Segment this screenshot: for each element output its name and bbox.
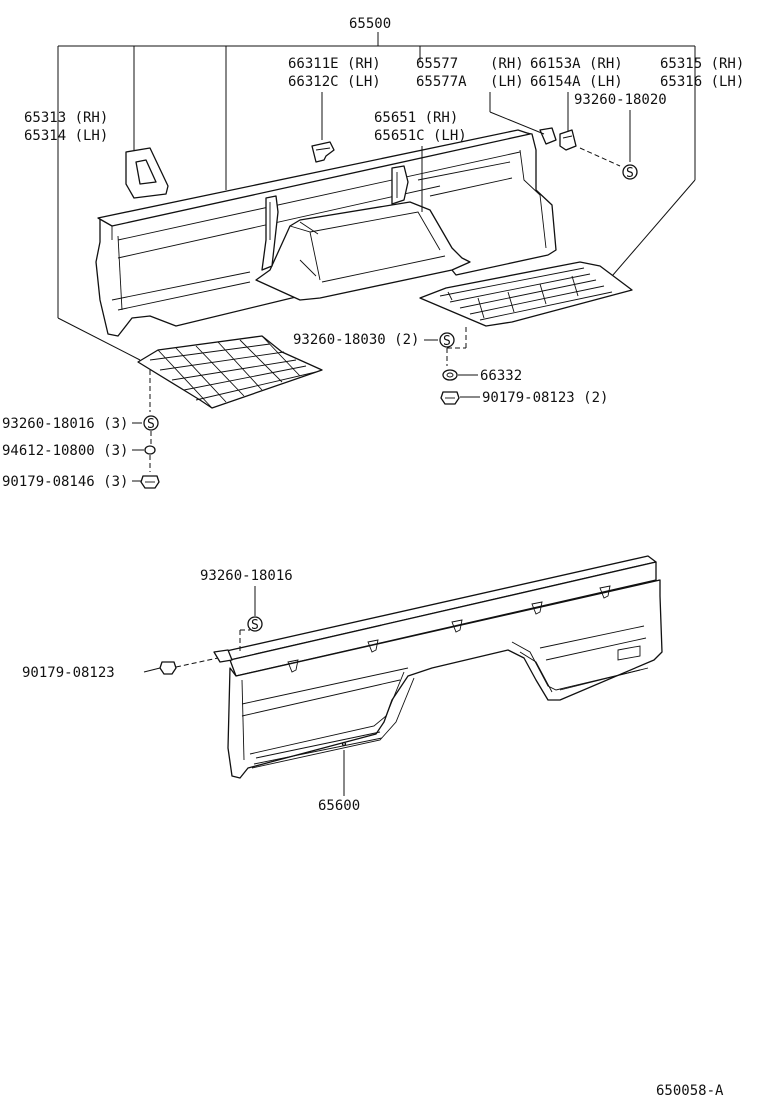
label-93260-18020: 93260-18020: [574, 92, 667, 108]
label-93260-18030: 93260-18030 (2): [293, 332, 419, 348]
clip-icon: S: [439, 332, 455, 349]
label-90179-08123: 90179-08123: [22, 665, 115, 681]
label-65651c: 65651C (LH): [374, 128, 467, 144]
label-65651: 65651 (RH): [374, 110, 458, 126]
label-93260-18016-3: 93260-18016 (3): [2, 416, 128, 432]
label-94612-10800-3: 94612-10800 (3): [2, 443, 128, 459]
label-66312c: 66312C (LH): [288, 74, 381, 90]
svg-text:S: S: [443, 334, 451, 349]
bolt-icon: [440, 391, 460, 405]
floor-plate-right: [419, 261, 633, 327]
nut-icon: [442, 369, 458, 381]
svg-text:S: S: [147, 417, 155, 432]
label-65313: 65313 (RH): [24, 110, 108, 126]
label-65315: 65315 (RH): [660, 56, 744, 72]
label-65577a: 65577A: [416, 74, 467, 90]
svg-text:S: S: [626, 166, 634, 181]
label-66153a: 66153A (RH): [530, 56, 623, 72]
side-panel-65600: [213, 555, 663, 779]
floor-plate-left: [137, 335, 323, 409]
label-90179-08146-3: 90179-08146 (3): [2, 474, 128, 490]
label-90179-08123-2: 90179-08123 (2): [482, 390, 608, 406]
label-65314: 65314 (LH): [24, 128, 108, 144]
label-65600: 65600: [318, 798, 360, 814]
label-65577: 65577: [416, 56, 458, 72]
label-93260-18016: 93260-18016: [200, 568, 293, 584]
diagram-id: 650058-A: [656, 1083, 724, 1099]
label-65577a-lh: (LH): [490, 74, 524, 90]
clip-icon: S: [143, 415, 159, 432]
label-66332: 66332: [480, 368, 522, 384]
front-bed-panel: [95, 127, 577, 337]
washer-icon: [144, 445, 156, 455]
label-66311e: 66311E (RH): [288, 56, 381, 72]
clip-icon: S: [247, 616, 263, 633]
assembly-65500-bracket: [57, 32, 696, 361]
bolt-icon: [140, 475, 160, 489]
bolt-icon: [159, 661, 177, 675]
clip-icon: S: [622, 164, 638, 181]
label-66154a: 66154A (LH): [530, 74, 623, 90]
label-65577-rh: (RH): [490, 56, 524, 72]
label-65316: 65316 (LH): [660, 74, 744, 90]
svg-text:S: S: [251, 618, 259, 633]
label-65500: 65500: [349, 16, 391, 32]
